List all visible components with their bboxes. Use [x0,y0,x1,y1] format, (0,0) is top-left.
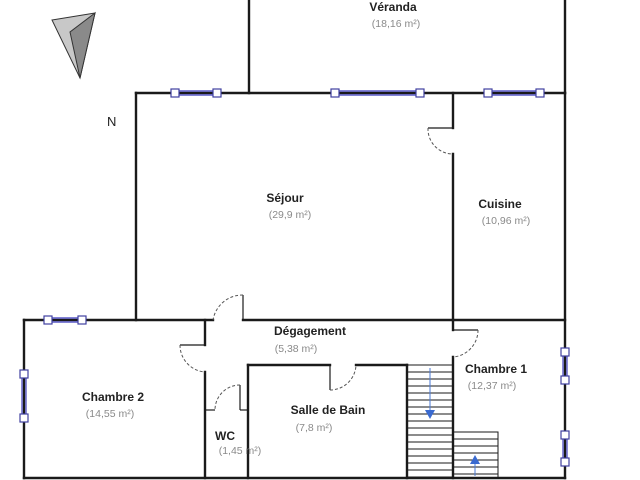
room-area: (14,55 m²) [86,408,134,420]
room-name: Chambre 2 [82,390,144,404]
door-sejour-degagement [212,294,244,321]
north-label: N [107,114,116,129]
room-area: (12,37 m²) [468,380,516,392]
door-sejour-cuisine [427,127,454,155]
room-name: Véranda [369,0,417,14]
window-chambre1-lower [560,430,570,467]
room-name: WC [215,429,235,443]
north-arrow-icon [51,11,96,80]
room-name: Chambre 1 [465,362,527,376]
stair-arrow-up-icon [470,455,480,464]
room-wc: WC (1,45 m²) [215,429,261,457]
window-chambre2-top [43,315,87,325]
room-name: Séjour [266,191,304,205]
room-area: (5,38 m²) [275,343,318,355]
room-area: (29,9 m²) [269,209,312,221]
door-chambre1 [452,329,479,358]
room-chambre1: Chambre 1 (12,37 m²) [465,362,527,392]
room-degagement: Dégagement (5,38 m²) [274,324,346,355]
window-sejour-right [330,88,425,98]
staircase [406,364,499,479]
door-salle-de-bain [329,364,357,391]
room-area: (10,96 m²) [482,215,530,227]
room-chambre2: Chambre 2 (14,55 m²) [82,390,144,420]
room-area: (1,45 m²) [219,445,262,457]
room-name: Cuisine [478,197,522,211]
window-chambre2-left [19,369,29,423]
window-chambre1-upper [560,347,570,385]
window-sejour-left [170,88,222,98]
door-chambre2 [179,344,206,373]
door-wc [214,384,241,411]
room-salle-de-bain: Salle de Bain (7,8 m²) [291,403,366,434]
room-veranda: Véranda (18,16 m²) [369,0,420,30]
room-area: (7,8 m²) [296,422,333,434]
window-cuisine [483,88,545,98]
room-name: Dégagement [274,324,346,338]
stair-arrow-down-icon [425,410,435,419]
room-name: Salle de Bain [291,403,366,417]
room-sejour: Séjour (29,9 m²) [266,191,311,221]
room-area: (18,16 m²) [372,18,420,30]
room-cuisine: Cuisine (10,96 m²) [478,197,530,227]
